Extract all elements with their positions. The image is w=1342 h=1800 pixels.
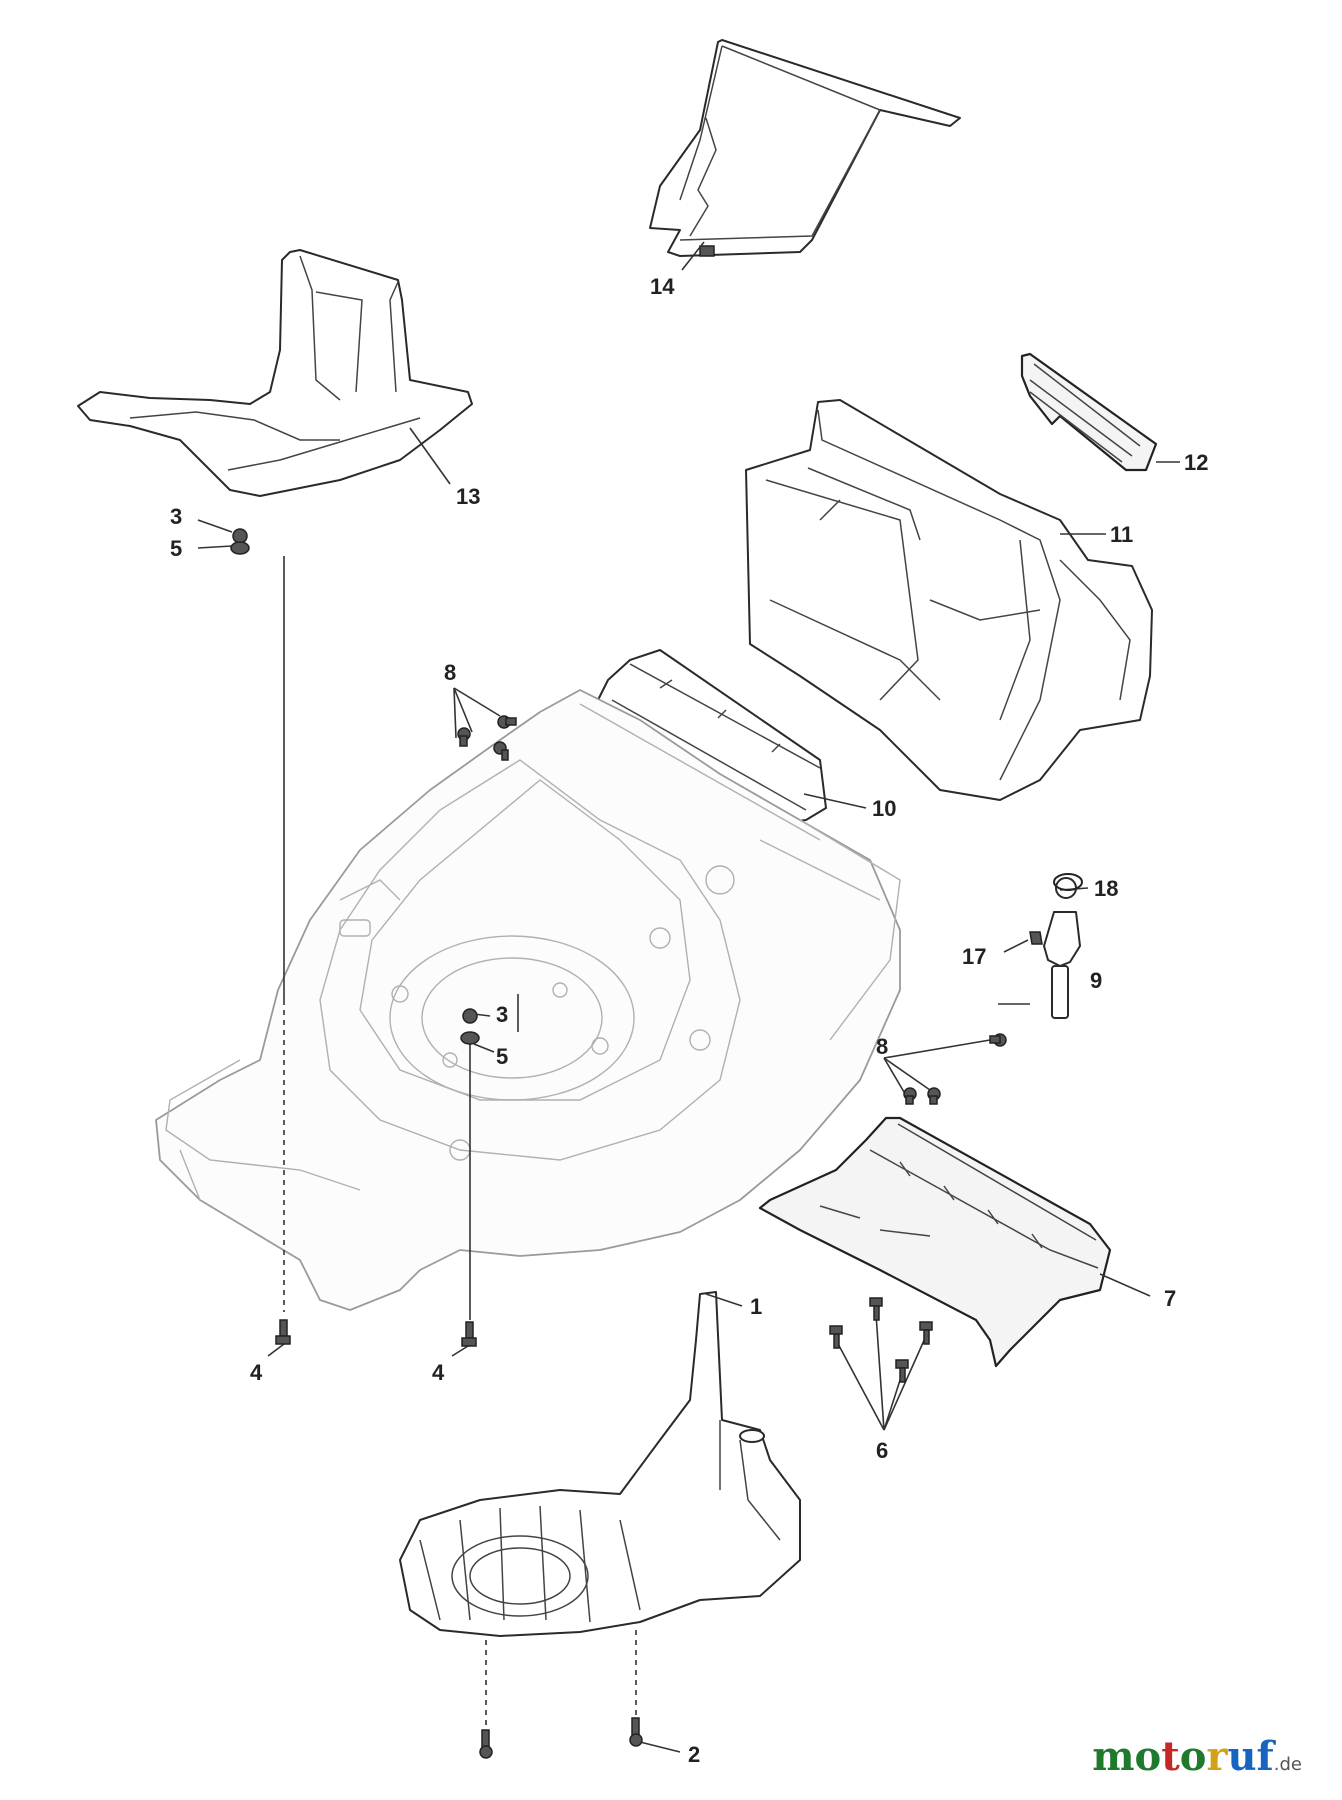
callout-2: 2	[688, 1742, 700, 1767]
screw-8-e-icon	[903, 1087, 917, 1105]
callout-5-center: 5	[496, 1044, 508, 1069]
brand-letter: r	[1206, 1733, 1228, 1780]
nut-3-left-icon	[232, 528, 248, 544]
screw-8-c-icon	[493, 741, 509, 761]
callout-17: 17	[962, 944, 986, 969]
screw-6-d-icon	[919, 1321, 933, 1345]
screw-8-d-icon	[989, 1033, 1007, 1047]
screw-2-b-icon	[629, 1717, 643, 1747]
callout-1: 1	[750, 1294, 762, 1319]
part-9-lever-assembly	[1029, 877, 1081, 1019]
screw-6-a-icon	[869, 1297, 883, 1321]
callout-3-left: 3	[170, 504, 182, 529]
brand-letter: m	[1092, 1733, 1135, 1780]
hardware	[230, 528, 1083, 1759]
brand-suffix: .de	[1273, 1754, 1302, 1775]
callout-18: 18	[1094, 876, 1118, 901]
brand-letter: t	[1161, 1733, 1180, 1780]
screw-8-f-icon	[927, 1087, 941, 1105]
mower-deck	[155, 689, 901, 1311]
leader-lines	[197, 241, 1180, 1753]
brand-watermark: motoruf.de	[1092, 1733, 1302, 1780]
callout-3-center: 3	[496, 1002, 508, 1027]
washer-5-left-icon	[230, 541, 250, 555]
washer-5-center-icon	[460, 1031, 480, 1045]
part-13-handle-cover	[77, 249, 473, 497]
screw-8-a-icon	[457, 727, 471, 747]
part-11-rear-housing	[745, 399, 1153, 801]
callout-8-right: 8	[876, 1034, 888, 1059]
callouts: 14 13 12 11 8 10 18 17 9 3 5 3 5 8 7 1 4…	[170, 274, 1208, 1767]
callout-13: 13	[456, 484, 480, 509]
callout-12: 12	[1184, 450, 1208, 475]
nut-3-center-icon	[462, 1008, 478, 1024]
screw-6-c-icon	[895, 1359, 909, 1383]
callout-14: 14	[650, 274, 675, 299]
part-7-lower-cover	[758, 1116, 1112, 1368]
brand-letter: u	[1227, 1733, 1257, 1780]
brand-main: motoruf	[1092, 1733, 1274, 1780]
callout-10: 10	[872, 796, 896, 821]
part-12-grille	[1020, 352, 1158, 472]
callout-4-center: 4	[432, 1360, 445, 1385]
screw-8-b-icon	[497, 715, 517, 729]
callout-11: 11	[1110, 522, 1133, 547]
bolt-4-center-icon	[461, 1321, 477, 1347]
callout-7: 7	[1164, 1286, 1176, 1311]
callout-4-left: 4	[250, 1360, 263, 1385]
brand-letter: f	[1256, 1733, 1274, 1780]
bolt-4-left-icon	[275, 1319, 291, 1345]
brand-letter: o	[1134, 1733, 1162, 1780]
callout-5-left: 5	[170, 536, 182, 561]
part-1-chute	[399, 1291, 801, 1637]
callout-8-top: 8	[444, 660, 456, 685]
screw-2-a-icon	[479, 1729, 493, 1759]
washer-18-icon	[1053, 873, 1083, 891]
brand-letter: o	[1179, 1733, 1207, 1780]
callout-6: 6	[876, 1438, 888, 1463]
part-14-bag-frame	[649, 39, 961, 257]
callout-9: 9	[1090, 968, 1102, 993]
screw-6-b-icon	[829, 1325, 843, 1349]
